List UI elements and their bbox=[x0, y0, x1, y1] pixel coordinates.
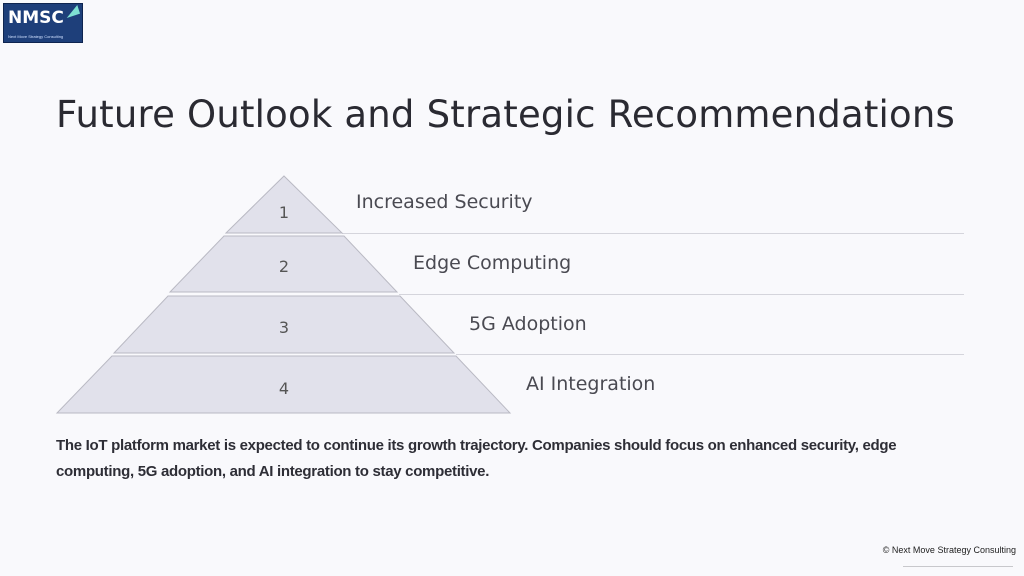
tier-4-number: 4 bbox=[279, 379, 289, 398]
pyramid-tier-1 bbox=[224, 175, 344, 234]
company-logo: NMSC Next Move Strategy Consulting bbox=[3, 3, 83, 43]
tier-1-label: Increased Security bbox=[356, 191, 533, 213]
summary-text: The IoT platform market is expected to c… bbox=[56, 437, 897, 480]
logo-mark: NMSC bbox=[8, 8, 64, 28]
tier-3-label: 5G Adoption bbox=[469, 313, 587, 335]
tier-2-label: Edge Computing bbox=[413, 252, 572, 274]
tier-1-number: 1 bbox=[279, 203, 289, 222]
tier-3-number: 3 bbox=[279, 318, 289, 337]
tier-4-label: AI Integration bbox=[526, 373, 656, 395]
footer-divider bbox=[903, 566, 1013, 567]
page-title: Future Outlook and Strategic Recommendat… bbox=[56, 93, 956, 136]
pyramid-tier-4 bbox=[55, 355, 512, 414]
pyramid-tier-3 bbox=[112, 295, 456, 354]
footer-copyright: © Next Move Strategy Consulting bbox=[882, 545, 1016, 555]
logo-subtitle: Next Move Strategy Consulting bbox=[8, 34, 64, 39]
tier-2-number: 2 bbox=[279, 257, 289, 276]
pyramid-tier-2 bbox=[168, 235, 399, 293]
